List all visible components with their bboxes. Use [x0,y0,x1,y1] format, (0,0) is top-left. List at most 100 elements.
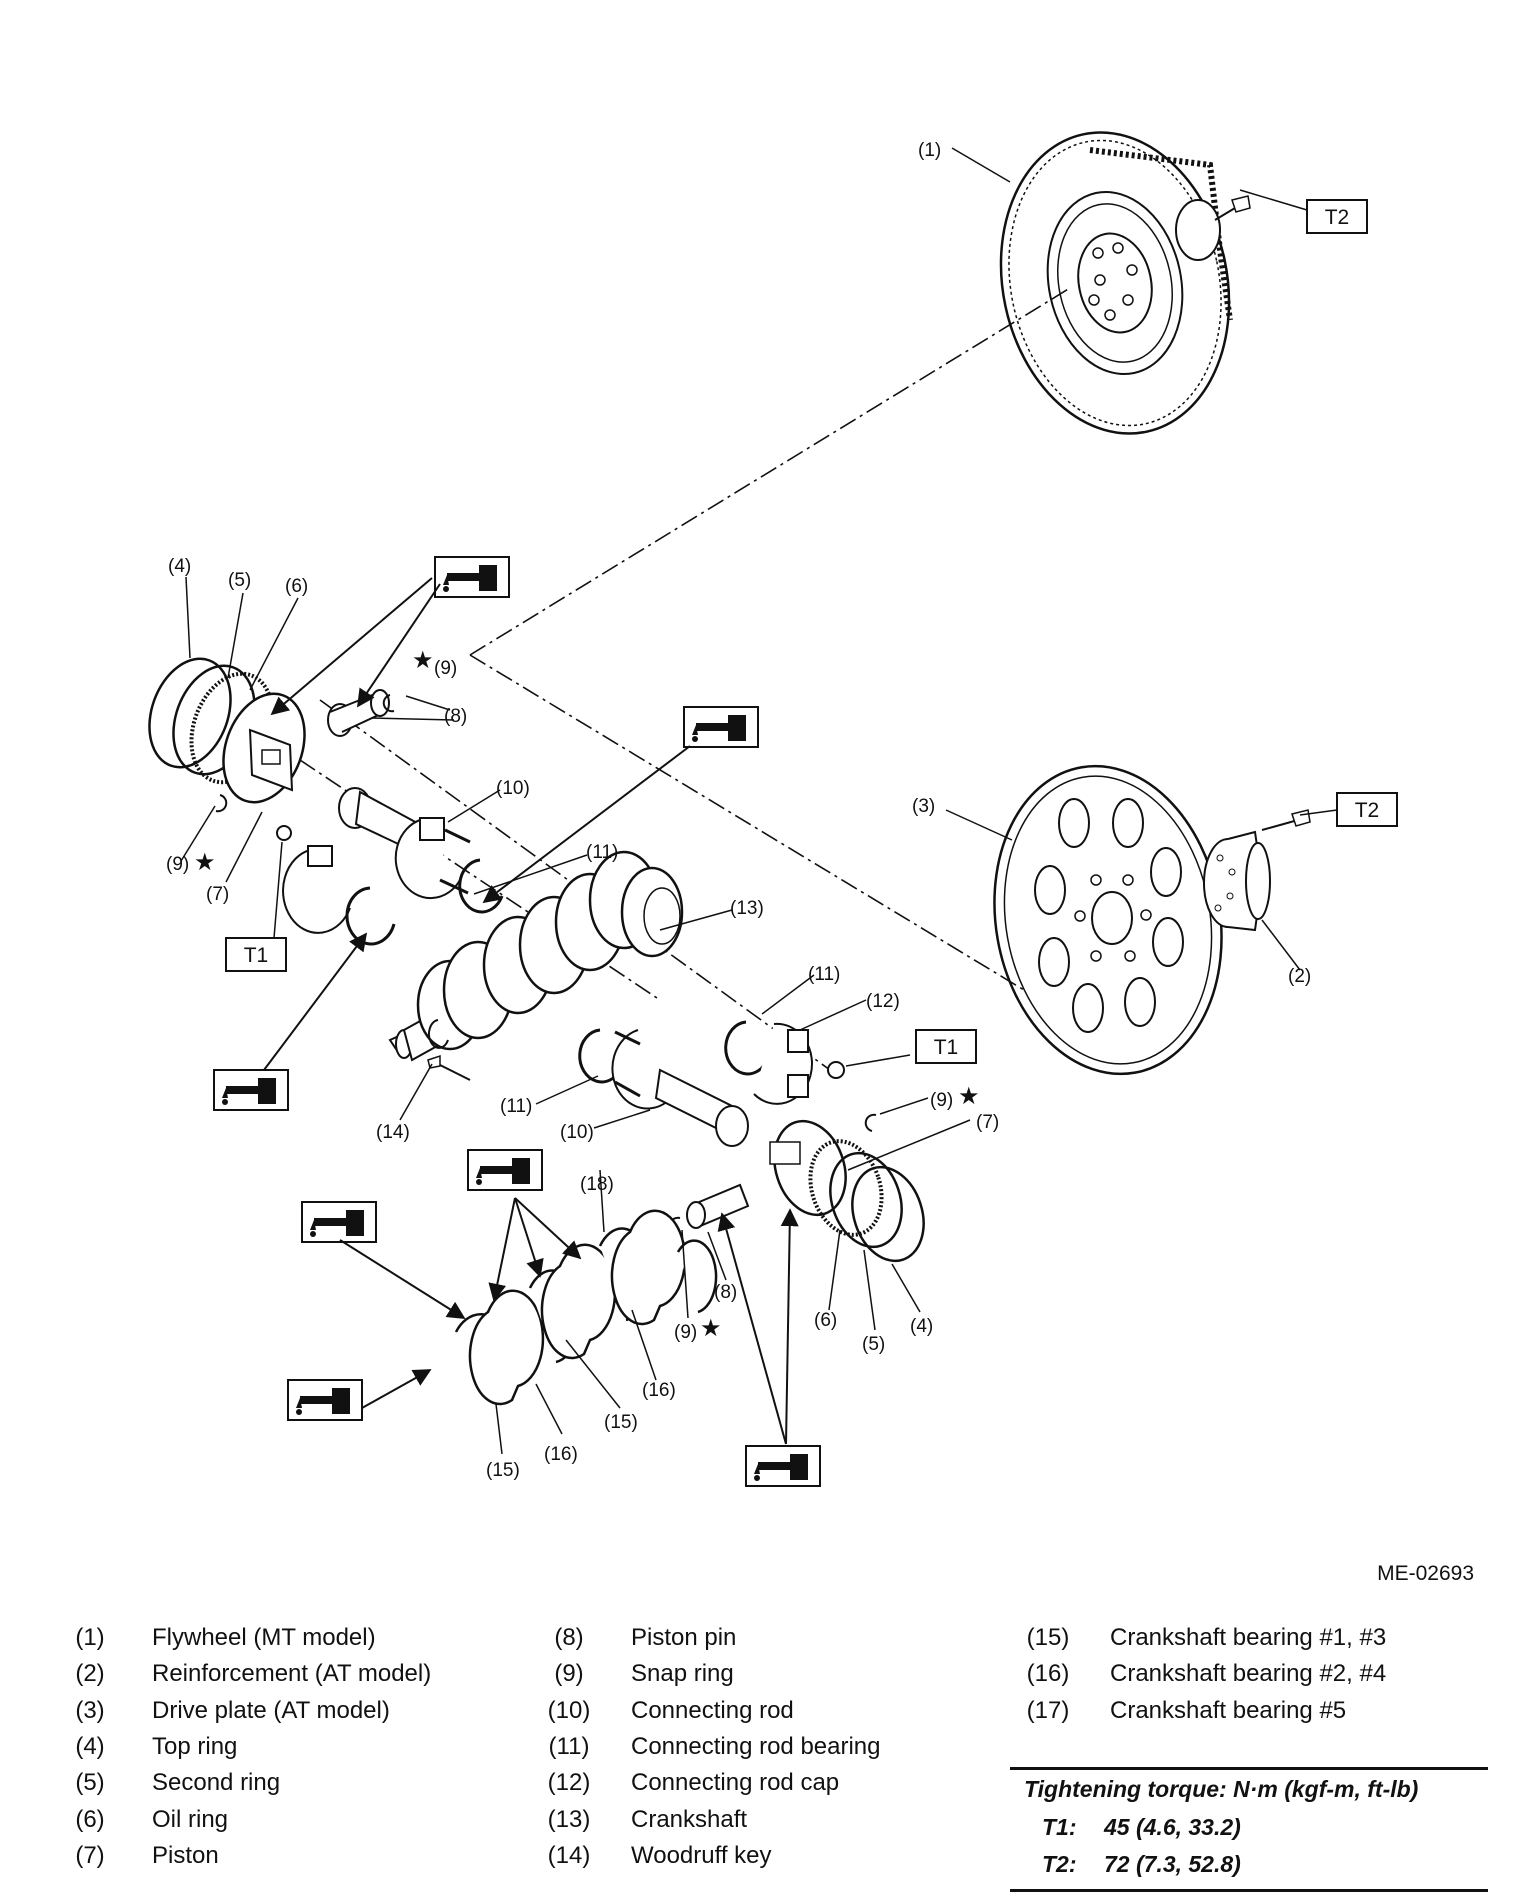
legend-column-2: (8)Piston pin (9) Snap ring (10) Connectin… [537,1620,881,1874]
legend-label: Connecting rod [631,1696,794,1724]
tightening-torque-table: Tightening torque: N·m (kgf-m, ft-lb) T1… [1010,1767,1488,1892]
legend-item: (2)Reinforcement (AT model) [58,1656,431,1692]
legend-item: (9) Snap ring [537,1656,881,1692]
legend-label: Second ring [152,1769,281,1797]
legend-num: (14) [547,1841,591,1869]
connecting-rod-upper [338,787,504,914]
legend-column-3: (15) Crankshaft bearing #1, #3 (16)Cranks… [1016,1620,1387,1729]
legend-item: (11) Connecting rod bearing [537,1729,881,1765]
crankshaft-bearings [454,1209,718,1406]
torque-box-t2-flywheel: T2 [1306,199,1368,234]
callout-8: (8) [714,1282,737,1303]
legend-label: Top ring [152,1733,238,1761]
exploded-diagram: T2 T2 T1 T1 (1) (3) (2) (4) (5) (6) (9) … [148,131,1398,1487]
star-icon: ★ [700,1315,722,1342]
callout-5: (5) [228,570,251,591]
legend-num: (12) [547,1769,591,1797]
legend-num: (1) [75,1624,105,1652]
crankshaft [388,850,684,1081]
torque-heading: Tightening torque: N·m (kgf-m, ft-lb) [1010,1767,1488,1809]
svg-text:T1: T1 [244,944,269,967]
callout-7: (7) [976,1112,999,1133]
callout-14: (14) [376,1122,410,1143]
torque-key: T1: [1042,1814,1077,1840]
callout-9: (9) [674,1322,697,1343]
torque-box-t1-lower: T1 [915,1029,977,1064]
svg-text:T2: T2 [1355,799,1380,822]
callout-15: (15) [486,1460,520,1481]
callout-16: (16) [642,1380,676,1401]
star-icon: ★ [958,1083,980,1110]
legend-item: (5) Second ring [58,1765,431,1801]
callout-2: (2) [1288,966,1311,987]
callout-1: (1) [918,140,941,161]
callout-15: (15) [604,1412,638,1433]
oil-icon [467,1149,543,1191]
torque-value: 45 (4.6, 33.2) [1104,1814,1241,1840]
callout-18: (18) [580,1174,614,1195]
legend-item: (16)Crankshaft bearing #2, #4 [1016,1656,1387,1692]
callout-6: (6) [814,1310,837,1331]
callout-4: (4) [168,556,191,577]
legend-item: (8)Piston pin [537,1620,881,1656]
legend-num: (17) [1026,1696,1070,1724]
legend-num: (15) [1026,1624,1070,1652]
legend-label: Crankshaft bearing #5 [1110,1696,1347,1724]
callout-10: (10) [496,778,530,799]
legend-item: (15) Crankshaft bearing #1, #3 [1016,1620,1387,1656]
legend-num: (3) [75,1696,105,1724]
legend-num: (5) [75,1769,105,1797]
drive-plate [993,764,1223,1076]
callout-8: (8) [444,706,467,727]
star-icon: ★ [194,849,216,876]
legend-label: Flywheel (MT model) [152,1624,376,1652]
legend-label: Snap ring [631,1660,734,1688]
reinforcement [1203,809,1311,932]
legend-num: (11) [548,1733,590,1761]
legend-label: Woodruff key [631,1841,772,1869]
callout-4: (4) [910,1316,933,1337]
legend-label: Reinforcement (AT model) [152,1660,432,1688]
torque-box-t1-upper: T1 [225,937,287,972]
legend-item: (10) Connecting rod [537,1693,881,1729]
callout-3: (3) [912,796,935,817]
legend-label: Connecting rod cap [631,1769,840,1797]
assembly-lines [299,287,1071,1071]
legend-label: Connecting rod bearing [631,1733,881,1761]
legend-item: (12) Connecting rod cap [537,1765,881,1801]
legend-label: Crankshaft bearing #2, #4 [1110,1660,1387,1688]
star-icon: ★ [412,647,434,674]
callout-9: (9) [166,854,189,875]
legend-item: (1) Flywheel (MT model) [58,1620,431,1656]
legend-num: (10) [547,1696,591,1724]
legend-num: (6) [75,1805,105,1833]
torque-value: 72 (7.3, 52.8) [1104,1851,1241,1877]
oil-icon [683,706,759,748]
callout-13: (13) [730,898,764,919]
callout-5: (5) [862,1334,885,1355]
callout-10: (10) [560,1122,594,1143]
legend-label: Crankshaft bearing #1, #3 [1110,1624,1387,1652]
connecting-rod-lower [578,1020,845,1147]
legend-label: Oil ring [152,1805,229,1833]
oil-icon [434,556,510,598]
callout-6: (6) [285,576,308,597]
callout-12: (12) [866,991,900,1012]
piston-assembly-lower [668,1113,925,1263]
callout-16: (16) [544,1444,578,1465]
legend-num: (9) [554,1660,584,1688]
rod-cap-upper [276,825,396,946]
svg-text:T1: T1 [934,1036,959,1059]
legend-column-1: (1) Flywheel (MT model) (2)Reinforcement … [58,1620,431,1874]
legend-label: Drive plate (AT model) [152,1696,390,1724]
legend-item: (7)Piston [58,1838,431,1874]
legend-label: Piston [152,1841,219,1869]
figure-id: ME-02693 [1377,1562,1474,1585]
oil-icon [213,1069,289,1111]
legend-item: (13)Crankshaft [537,1801,881,1837]
legend-num: (8) [554,1624,584,1652]
legend-item: (3) Drive plate (AT model) [58,1693,431,1729]
callout-9: (9) [930,1090,953,1111]
oil-icon [745,1445,821,1487]
woodruff-key [427,1054,441,1069]
